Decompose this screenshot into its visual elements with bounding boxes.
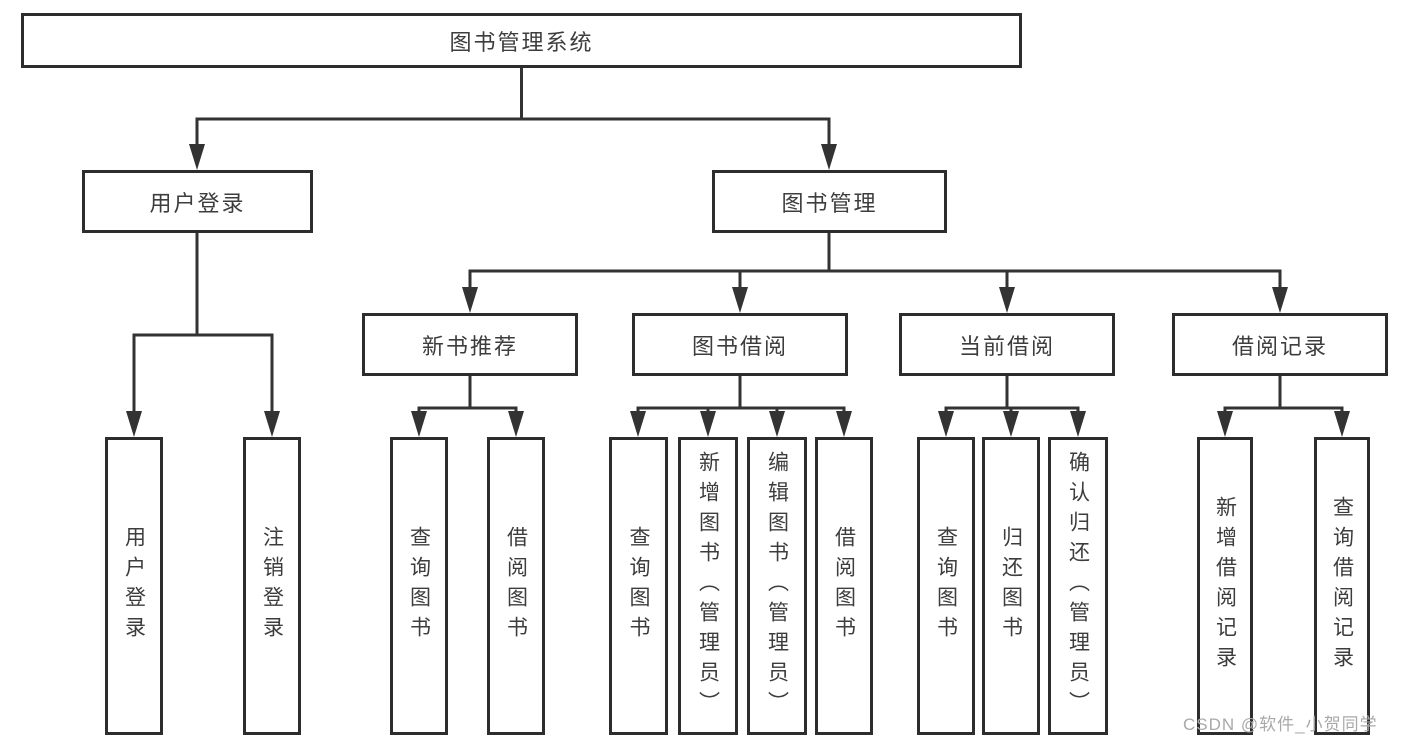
node-label: 归还图书 [999, 526, 1023, 646]
node-label: 确认归还（管理员） [1066, 451, 1090, 721]
arrowhead [732, 287, 748, 313]
leaf-borrow-books-borrowing: 借阅图书 [815, 437, 873, 735]
arrowheads [126, 144, 1350, 437]
node-label: 编辑图书（管理员） [765, 451, 789, 721]
arrowhead [508, 411, 524, 437]
node-label: 用户登录 [122, 526, 146, 646]
leaf-logout: 注销登录 [243, 437, 301, 735]
node-label: 查询图书 [934, 526, 958, 646]
node-label: 新增图书（管理员） [696, 451, 720, 721]
arrowhead [700, 411, 716, 437]
arrowhead [462, 287, 478, 313]
node-label: 借阅图书 [832, 526, 856, 646]
leaf-query-books-borrowing: 查询图书 [609, 437, 668, 735]
connector-path [132, 68, 1344, 413]
arrowhead [411, 411, 427, 437]
node-label: 当前借阅 [958, 333, 1055, 359]
node-label: 注销登录 [260, 526, 284, 646]
leaf-confirm-return-admin: 确认归还（管理员） [1048, 437, 1108, 735]
node-book-borrowing: 图书借阅 [632, 313, 848, 376]
arrowhead [1003, 411, 1019, 437]
arrowhead [836, 411, 852, 437]
leaf-add-borrow-record: 新增借阅记录 [1197, 437, 1253, 735]
leaf-query-borrow-record: 查询借阅记录 [1314, 437, 1370, 735]
arrowhead [630, 411, 646, 437]
leaf-edit-book-admin: 编辑图书（管理员） [747, 437, 807, 735]
node-new-book-recommend: 新书推荐 [362, 313, 578, 376]
node-label: 用户登录 [149, 190, 246, 216]
arrowhead [1070, 411, 1086, 437]
node-label: 查询借阅记录 [1330, 496, 1354, 676]
arrowhead [1272, 287, 1288, 313]
arrowhead [1217, 411, 1233, 437]
leaf-query-books-recommend: 查询图书 [390, 437, 448, 735]
node-current-borrowing: 当前借阅 [899, 313, 1115, 376]
node-label: 查询图书 [627, 526, 650, 646]
arrowhead [189, 144, 205, 170]
arrowhead [264, 411, 280, 437]
node-borrowing-records: 借阅记录 [1172, 313, 1388, 376]
node-label: 图书借阅 [691, 333, 788, 359]
arrowhead [1334, 411, 1350, 437]
node-label: 新书推荐 [421, 333, 518, 359]
leaf-query-books-current: 查询图书 [917, 437, 975, 735]
arrowhead [999, 287, 1015, 313]
arrowhead [769, 411, 785, 437]
leaf-add-book-admin: 新增图书（管理员） [678, 437, 738, 735]
node-label: 新增借阅记录 [1213, 496, 1237, 676]
leaf-return-book: 归还图书 [982, 437, 1040, 735]
node-label: 借阅图书 [504, 526, 528, 646]
node-label: 图书管理 [781, 190, 878, 216]
node-label: 图书管理系统 [449, 29, 594, 55]
leaf-user-login: 用户登录 [105, 437, 163, 735]
arrowhead [126, 411, 142, 437]
node-label: 查询图书 [407, 526, 431, 646]
arrowhead [821, 144, 837, 170]
arrowhead [938, 411, 954, 437]
node-system-root: 图书管理系统 [21, 13, 1022, 68]
leaf-borrow-books-recommend: 借阅图书 [487, 437, 545, 735]
csdn-watermark: CSDN @软件_小贺同学 [1183, 715, 1378, 734]
node-label: 借阅记录 [1231, 333, 1328, 359]
node-user-login: 用户登录 [82, 170, 313, 233]
node-book-management: 图书管理 [712, 170, 947, 233]
